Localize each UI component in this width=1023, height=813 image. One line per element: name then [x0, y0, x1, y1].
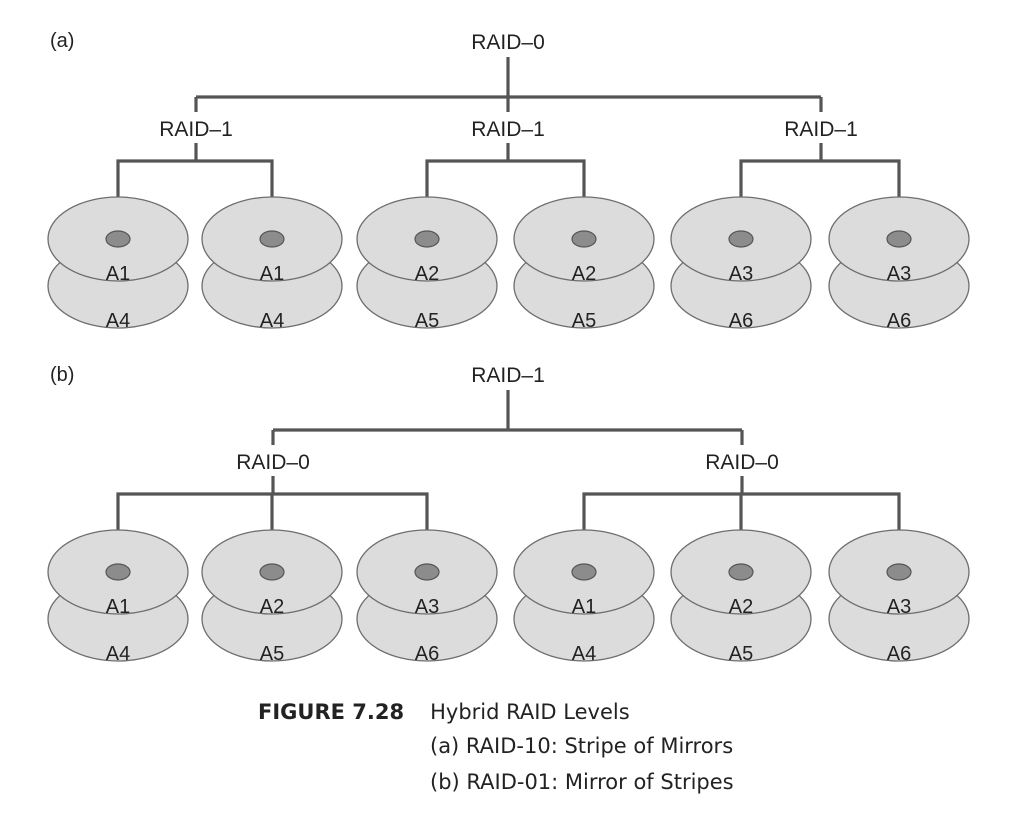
- disk-spindle: [105, 230, 131, 248]
- disk-bottom-label: A5: [415, 310, 439, 332]
- disk-spindle: [728, 230, 754, 248]
- figure-caption-title: FIGURE 7.28 Hybrid RAID Levels: [258, 700, 630, 724]
- disk-top-label: A2: [572, 263, 596, 285]
- panel-a-label: (a): [50, 30, 74, 52]
- disk-top-label: A3: [415, 596, 439, 618]
- disk-bottom-label: A4: [106, 310, 130, 332]
- panel-a-group-3-label: RAID–1: [784, 118, 858, 141]
- disk-spindle: [571, 563, 597, 581]
- disk-spindle: [571, 230, 597, 248]
- panel-b-group-2-label: RAID–0: [705, 451, 779, 474]
- disk-top-label: A1: [260, 263, 284, 285]
- disk-top-label: A2: [729, 596, 753, 618]
- panel-a-group-2-label: RAID–1: [471, 118, 545, 141]
- disk-top-label: A2: [415, 263, 439, 285]
- disk-top-label: A2: [260, 596, 284, 618]
- panel-b-label: (b): [50, 364, 74, 386]
- panel-b-root-label: RAID–1: [471, 364, 545, 387]
- caption-line-a: (a) RAID-10: Stripe of Mirrors: [430, 734, 734, 758]
- disk-bottom-label: A5: [572, 310, 596, 332]
- disk-bottom-label: A5: [260, 643, 284, 665]
- disk-top-label: A1: [106, 263, 130, 285]
- disk-spindle: [105, 563, 131, 581]
- disk-top-label: A3: [887, 596, 911, 618]
- disk-bottom-label: A4: [260, 310, 284, 332]
- panel-a-group-1-label: RAID–1: [159, 118, 233, 141]
- disk-top-label: A1: [106, 596, 130, 618]
- disk-bottom-label: A6: [887, 310, 911, 332]
- disk-bottom-label: A5: [729, 643, 753, 665]
- disk-spindle: [414, 230, 440, 248]
- figure-title: Hybrid RAID Levels: [430, 700, 630, 724]
- disk-spindle: [728, 563, 754, 581]
- disk-spindle: [886, 563, 912, 581]
- disk-spindle: [414, 563, 440, 581]
- disk-bottom-label: A6: [887, 643, 911, 665]
- disk-top-label: A1: [572, 596, 596, 618]
- caption-line-b: (b) RAID-01: Mirror of Stripes: [430, 770, 734, 794]
- disk-bottom-label: A4: [572, 643, 596, 665]
- disk-top-label: A3: [729, 263, 753, 285]
- panel-b-group-1-label: RAID–0: [236, 451, 310, 474]
- disk-top-label: A3: [887, 263, 911, 285]
- panel-a-root-label: RAID–0: [471, 31, 545, 54]
- disk-bottom-label: A4: [106, 643, 130, 665]
- disk-bottom-label: A6: [415, 643, 439, 665]
- figure-number: FIGURE 7.28: [258, 700, 405, 724]
- disk-spindle: [259, 563, 285, 581]
- disk-spindle: [259, 230, 285, 248]
- disks: A1A4A1A4A2A5A2A5A3A6A3A6A1A4A2A5A3A6A1A4…: [47, 196, 970, 665]
- disk-spindle: [886, 230, 912, 248]
- disk-bottom-label: A6: [729, 310, 753, 332]
